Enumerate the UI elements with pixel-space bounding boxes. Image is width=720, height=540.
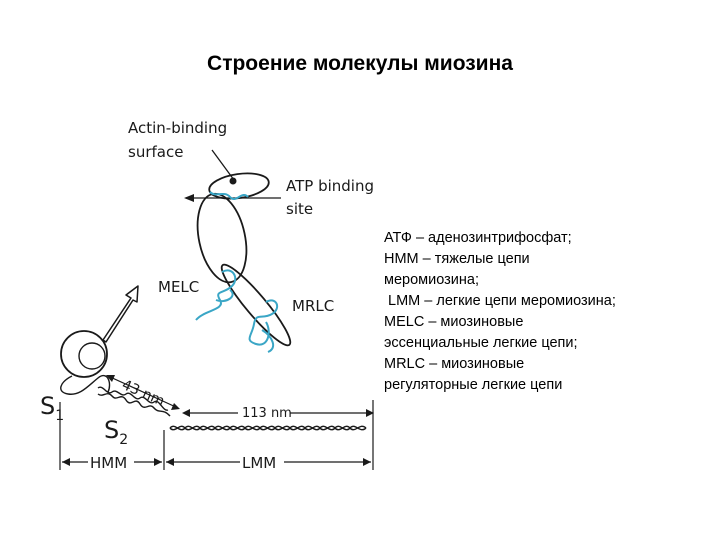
dim-hmm-label: HMM [90,454,127,472]
movement-arrow [102,285,139,343]
neck-ellipse [220,263,292,347]
dim-113nm-label: 113 nm [242,406,292,421]
dim-hmm-label-bg [88,454,134,470]
dim-113nm-arrow-end [366,409,374,417]
atp-arrow-head [184,194,194,202]
dim-43nm-label: 43 nm [119,377,166,410]
actin-binding-label: Actin-binding [128,119,227,137]
mrlc-label: MRLC [292,297,334,315]
legend-line: меромиозина; [384,272,479,288]
legend-line: эссенциальные легкие цепи; [384,335,578,351]
dim-lmm-label: LMM [242,454,276,472]
atp-binding-label: ATP binding [286,177,374,195]
dim-hmm-arrow-end [154,458,162,466]
dim-hmm-arrow-start [62,458,70,466]
actin-binding-label-2: surface [128,143,183,161]
atp-binding-label-2: site [286,200,313,218]
s2-label: S2 [104,416,128,448]
actin-binding-dot [229,177,237,185]
lmm-coil-2 [169,425,367,431]
legend-line: регуляторные легкие цепи [384,377,563,393]
melc-label: MELC [158,278,199,296]
legend-line: LMM – легкие цепи меромиозина; [384,293,616,309]
head-light-chain [209,191,249,200]
melc-chain [195,269,237,321]
second-head-circle [60,330,108,378]
legend: АТФ – аденозинтрифосфат; HMM – тяжелые ц… [384,228,714,396]
slide-title: Строение молекулы миозина [207,52,513,75]
second-head-tail [60,374,111,395]
legend-line: MRLC – миозиновые [384,356,525,372]
legend-line: HMM – тяжелые цепи [384,251,530,267]
s2-coil [97,386,169,411]
s2-coil-2 [97,393,171,417]
dim-lmm-arrow-start [166,458,174,466]
legend-line: MELC – миозиновые [384,314,524,330]
legend-line: АТФ – аденозинтрифосфат; [384,230,572,246]
dim-lmm-label-bg [240,454,284,470]
dim-43nm-arrow-start [106,375,115,382]
dim-lmm-arrow-end [363,458,371,466]
mrlc-chain [248,299,279,353]
second-head-inner [78,342,106,370]
dim-43nm-arrow-end [171,403,180,410]
dim-43nm-line [107,375,179,409]
dim-113nm-label-bg [238,404,290,418]
dim-113nm-arrow-start [182,409,190,417]
